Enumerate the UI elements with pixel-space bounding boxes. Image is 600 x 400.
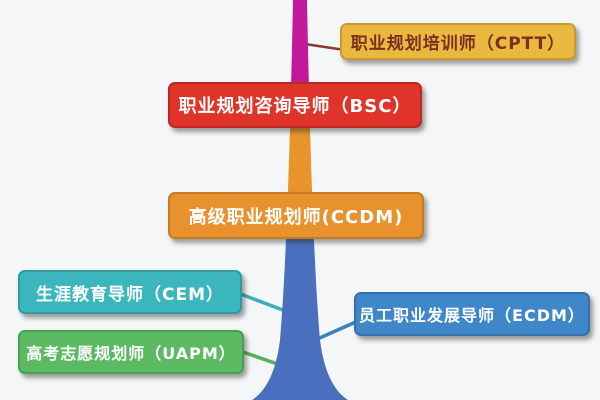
node-label: 生涯教育导师（CEM） [35, 284, 224, 305]
node-label: 职业规划培训师（CPTT） [350, 34, 566, 54]
node-career-planning-trainer-cptt[interactable]: 职业规划培训师（CPTT） [340, 23, 576, 60]
node-label: 高考志愿规划师（UAPM） [26, 344, 236, 363]
node-label: 高级职业规划师(CCDM) [188, 206, 404, 228]
node-career-consulting-mentor-bsc[interactable]: 职业规划咨询导师（BSC） [168, 82, 422, 128]
node-label: 职业规划咨询导师（BSC） [178, 96, 412, 117]
node-senior-career-planner-ccdm[interactable]: 高级职业规划师(CCDM) [168, 192, 424, 239]
node-gaokao-application-planner-uapm[interactable]: 高考志愿规划师（UAPM） [18, 330, 244, 374]
node-label: 员工职业发展导师（ECDM） [359, 306, 585, 325]
node-employee-career-development-mentor-ecdm[interactable]: 员工职业发展导师（ECDM） [354, 292, 590, 336]
node-career-education-mentor-cem[interactable]: 生涯教育导师（CEM） [18, 270, 242, 314]
